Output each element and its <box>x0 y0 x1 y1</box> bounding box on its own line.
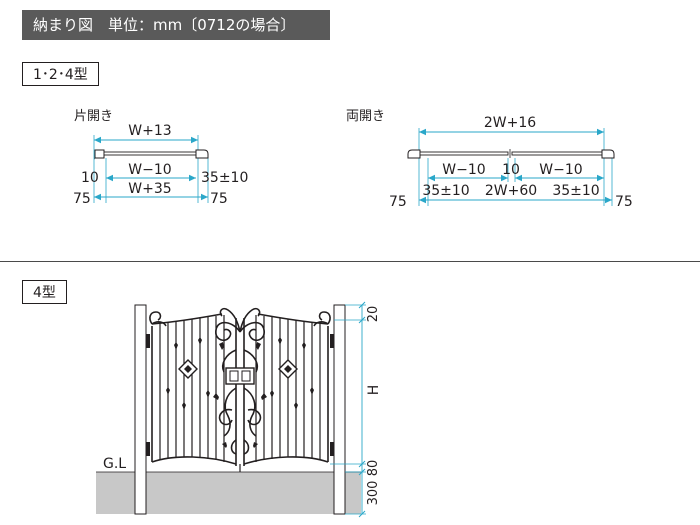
section-label-type124: 1･2･4型 <box>22 62 99 86</box>
double-dim-inner-right: W−10 <box>539 162 582 178</box>
ground-level-label: G.L <box>103 456 126 472</box>
dim-embed-depth: 300 <box>366 481 381 506</box>
dim-top-gap: 20 <box>366 306 381 323</box>
dim-height: H <box>366 385 382 396</box>
single-dim-inner: W−10 <box>128 162 171 178</box>
type4-elevation: G.L <box>96 301 382 518</box>
dim-bottom-gap: 80 <box>366 460 381 477</box>
page-title: 納まり図 単位：mm〔0712の場合〕 <box>22 10 330 40</box>
double-gate-plan: 両開き 2W+16 W−10 10 W−10 35±10 2W+60 35±10… <box>346 109 633 210</box>
bar-leaf-ornaments <box>166 337 314 410</box>
single-dim-clear: 35±10 <box>201 170 248 186</box>
single-post-left: 75 <box>73 191 91 207</box>
single-dim-top: W+13 <box>128 123 171 139</box>
center-vine-leaves <box>213 342 267 448</box>
elevation-dimensions: 20 H 80 300 <box>330 301 382 518</box>
double-gate-title: 両開き <box>346 109 385 124</box>
double-dim-center-gap: 10 <box>502 162 520 178</box>
single-dim-gap: 10 <box>81 170 99 186</box>
single-post-right: 75 <box>210 191 228 207</box>
double-post-left: 75 <box>389 194 407 210</box>
single-gate-plan: 片開き W+13 W−10 10 35±10 W+35 75 75 <box>73 109 248 207</box>
single-dim-total: W+35 <box>128 181 171 197</box>
double-dim-total: 2W+60 <box>485 183 537 199</box>
single-gate-title: 片開き <box>74 109 113 124</box>
double-dim-clear-right: 35±10 <box>552 183 599 199</box>
gate-frame <box>151 313 329 466</box>
double-post-right: 75 <box>615 194 633 210</box>
diamond-ornaments <box>178 359 298 379</box>
double-dim-clear-left: 35±10 <box>422 183 469 199</box>
section-label-type4: 4型 <box>22 280 67 304</box>
double-dim-inner-left: W−10 <box>442 162 485 178</box>
gate-bars <box>159 315 321 462</box>
right-post <box>333 304 346 515</box>
gate-lock-box <box>225 367 255 385</box>
corner-scrolls <box>149 311 331 327</box>
center-vine-ornament <box>215 307 265 455</box>
double-dim-top: 2W+16 <box>484 115 536 131</box>
left-post <box>134 304 147 515</box>
section-divider <box>0 261 700 262</box>
